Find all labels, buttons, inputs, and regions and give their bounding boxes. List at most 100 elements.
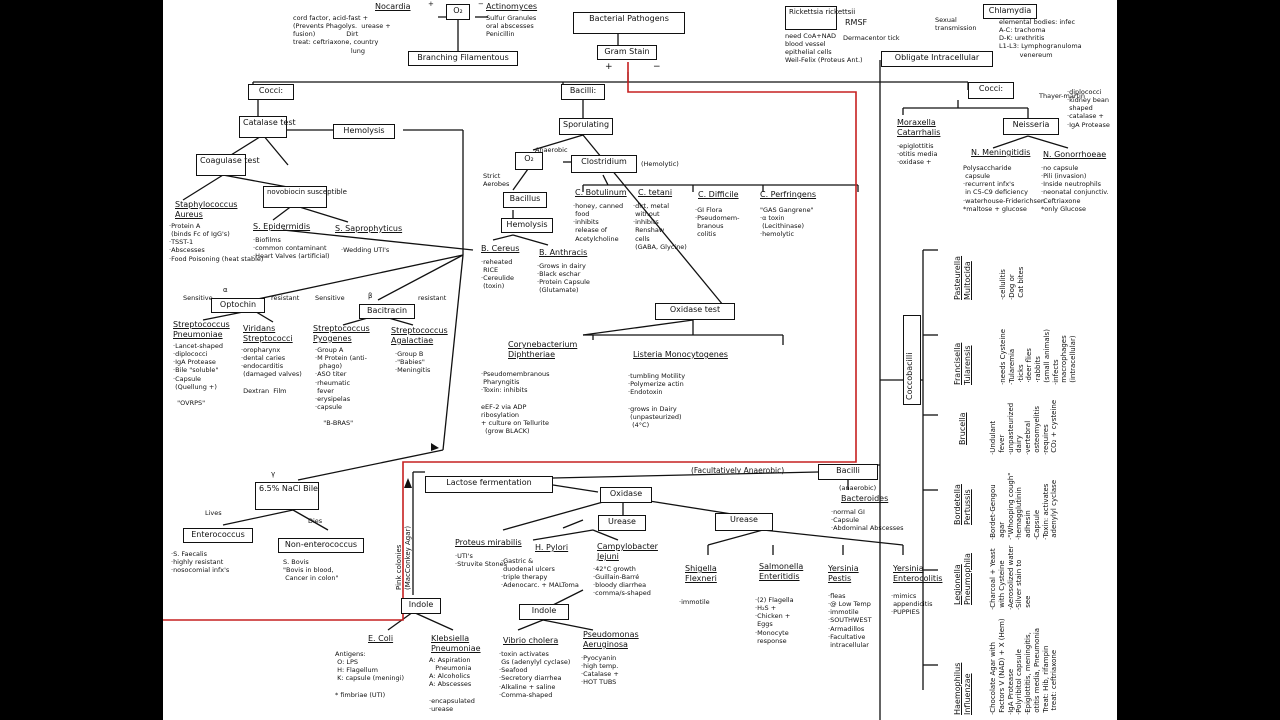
neisseria-features: ·diplococci ·kidney bean shaped ·catalas… (1067, 88, 1110, 129)
listeria-title: Listeria Monocytogenes (633, 350, 728, 359)
c-tetani-title: C. tetani (638, 188, 673, 197)
n-meningitidis-notes: Polysaccharide capsule ·recurrent infx's… (963, 164, 1045, 213)
c-difficile-title: C. Difficile (698, 190, 739, 199)
pasteurella-block: Pasteurella Multocida (953, 256, 973, 300)
campylobacter-notes: ·42°C growth ·Guillain-Barré ·bloody dia… (593, 565, 651, 598)
hemolysis-box-2: Hemolysis (501, 218, 553, 233)
coagulase-test-box: Coagulase test (196, 154, 260, 176)
francisella-title: Francisella Tularensis (953, 342, 972, 385)
facultative-label: (Facultatively Anaerobic) (691, 466, 785, 475)
haemophilus-title: Haemophilus Influenzae (953, 662, 972, 715)
chlamydia-notes: elemental bodies: infec A-C: trachoma D-… (999, 18, 1082, 59)
non-enterococcus-box: Non-enterococcus (278, 538, 364, 553)
obligate-intracellular-box: Obligate Intracellular (881, 51, 993, 67)
pasteurella-title: Pasteurella Multocida (953, 255, 972, 300)
lactose-fermentation-box: Lactose fermentation (425, 476, 553, 493)
oxidase-box: Oxidase (600, 487, 652, 503)
pink-colonies-label: Pink colonies (MacConkey Agar) (395, 525, 412, 590)
sexual-transmission: Sexual transmission (935, 16, 977, 33)
brucella-title: Brucella (958, 412, 967, 445)
rmsf-label: RMSF (845, 18, 868, 27)
sensitive-label-2: Sensitive (315, 294, 345, 302)
b-cereus-title: B. Cereus (481, 244, 520, 253)
h-pylori-notes: ·Gastric & duodenal ulcers ·triple thera… (501, 557, 579, 590)
gram-pos-cocci-box: Cocci: (248, 84, 294, 100)
c-perfringens-notes: "GAS Gangrene" ·α toxin (Lecithinase) ·h… (760, 206, 814, 239)
plus-sign: + (428, 0, 434, 8)
haemophilus-block: Haemophilus Influenzae (953, 663, 973, 715)
nocardia-notes: cord factor, acid-fast + (Prevents Phago… (293, 14, 391, 55)
anaerobic-label: Anaerobic (535, 146, 568, 154)
tick-label: Dermacentor tick (843, 34, 900, 42)
nocardia-title: Nocardia (375, 2, 411, 11)
yersinia-pestis-title: Yersinia Pestis (828, 564, 859, 583)
o2-box-2: O₂ (515, 152, 543, 170)
resistant-label-2: resistant (418, 294, 447, 302)
strict-aerobes-label: Strict Aerobes (483, 172, 510, 189)
indole-box-1: Indole (401, 598, 441, 614)
s-epidermidis-title: S. Epidermidis (253, 222, 311, 231)
b-anthracis-title: B. Anthracis (539, 248, 588, 257)
strep-pyogenes-notes: ·Group A ·M Protein (anti- phago) ·ASO t… (315, 346, 367, 428)
gram-neg-bacilli-box: Bacilli (818, 464, 878, 480)
n-gonorrhoeae-notes: ·no capsule ·Pili (invasion) ·Inside neu… (1041, 164, 1109, 213)
c-botulinum-title: C. Botulinum (575, 188, 627, 197)
vibrio-notes: ·toxin activates Gs (adenylyl cyclase) ·… (499, 650, 571, 699)
gram-stain-box: Gram Stain (597, 45, 657, 60)
bordetella-notes: ·Bordet-Gengou agar ·"Whooping cough" ·h… (989, 472, 1059, 540)
bacitracin-box: Bacitracin (359, 304, 415, 319)
proteus-notes: ·UTI's ·Struvite Stones (455, 552, 507, 569)
klebsiella-title: Klebsiella Pneumoniae (431, 634, 481, 653)
pasteurella-notes: ·cellulitis ·Dog or Cat bites (999, 266, 1025, 300)
corynebacterium-notes: ·Pseudomembranous Pharyngitis ·Toxin: in… (481, 370, 550, 435)
viridans-title: Viridans Streptococci (243, 324, 293, 343)
francisella-notes: ·needs Cysteine ·Tularemia ·ticks ·deer … (999, 328, 1077, 385)
coccobacilli-label: Coccobacilli (905, 352, 914, 400)
moraxella-notes: ·epiglottitis ·otitis media ·oxidase + (897, 142, 938, 167)
h-pylori-title: H. Pylori (535, 543, 569, 552)
oxygen-box: O₂ (446, 4, 470, 20)
oxidase-test-box: Oxidase test (655, 303, 735, 320)
c-botulinum-notes: ·honey, canned food ·inhibits release of… (573, 202, 624, 243)
staph-aureus-notes: ·Protein A (binds Fc of IgG's) ·TSST-1 ·… (169, 222, 264, 263)
gram-positive-sign: + (605, 62, 613, 72)
campylobacter-title: Campylobacter Jejuni (597, 542, 658, 561)
gram-negative-sign: − (653, 62, 661, 72)
c-difficile-notes: ·GI Flora ·Pseudomem- branous colitis (695, 206, 740, 239)
anaerobic-label-neg: (anaerobic) (839, 484, 877, 492)
proteus-title: Proteus mirabilis (455, 538, 522, 547)
gram-pos-bacilli-box: Bacilli: (561, 84, 605, 100)
s-saprophyticus-title: S. Saprophyticus (335, 224, 403, 233)
e-coli-title: E. Coli (368, 634, 394, 643)
non-enterococcus-notes: S. Bovis "Bovis in blood, Cancer in colo… (283, 558, 339, 583)
legionella-block: Legionella Pneumophila (953, 553, 973, 605)
resistant-label-1: resistant (271, 294, 300, 302)
thayer-martin-label: Thayer-martin (1039, 92, 1085, 100)
shigella-notes: ·immotile (679, 598, 710, 606)
c-perfringens-title: C. Perfringens (760, 190, 817, 199)
gram-neg-cocci-box: Cocci: (968, 82, 1014, 99)
sporulating-box: Sporulating (559, 118, 613, 135)
c-tetani-notes: ·dirt, metal without ·inhibits Renshaw c… (633, 202, 687, 251)
coccobacilli-box (903, 315, 921, 405)
salmonella-title: Salmonella Enteritidis (759, 562, 804, 581)
strep-agalactiae-notes: ·Group B ·"Babies" ·Meningitis (395, 350, 431, 375)
rickettsia-box: Rickettsia rickettsii (785, 6, 855, 30)
nacl-bile-box: 6.5% NaCl Bile (255, 482, 319, 510)
hemolytic-label: (Hemolytic) (641, 160, 679, 168)
dies-label: Dies (308, 517, 323, 525)
klebsiella-notes: A: Aspiration Pneumonia A: Alcoholics A:… (429, 656, 475, 713)
vibrio-title: Vibrio cholera (503, 636, 559, 645)
pseudomonas-title: Pseudomonas Aeruginosa (583, 630, 639, 649)
concept-map-paper: O₂ + − Nocardia cord factor, acid-fast +… (163, 0, 1117, 720)
shigella-title: Shigella Flexneri (685, 564, 717, 583)
novobiocin-box: novobiocin susceptible (263, 186, 347, 208)
bacterial-pathogens-title: Bacterial Pathogens (573, 12, 685, 34)
yersinia-entero-title: Yersinia Enterocolitis (893, 564, 943, 583)
yersinia-pestis-notes: ·fleas ·@ Low Temp ·immotile ·SOUTHWEST … (828, 592, 872, 649)
bordetella-block: Bordetella Pertussis (953, 484, 973, 525)
viridans-notes: ·oropharynx ·dental caries ·endocarditis… (241, 346, 302, 395)
listeria-notes: ·tumbling Motility ·Polymerize actin ·En… (628, 372, 686, 429)
hemolysis-box: Hemolysis (333, 124, 395, 139)
rickettsia-notes: need CoA+NAD blood vessel epithelial cel… (785, 32, 863, 65)
